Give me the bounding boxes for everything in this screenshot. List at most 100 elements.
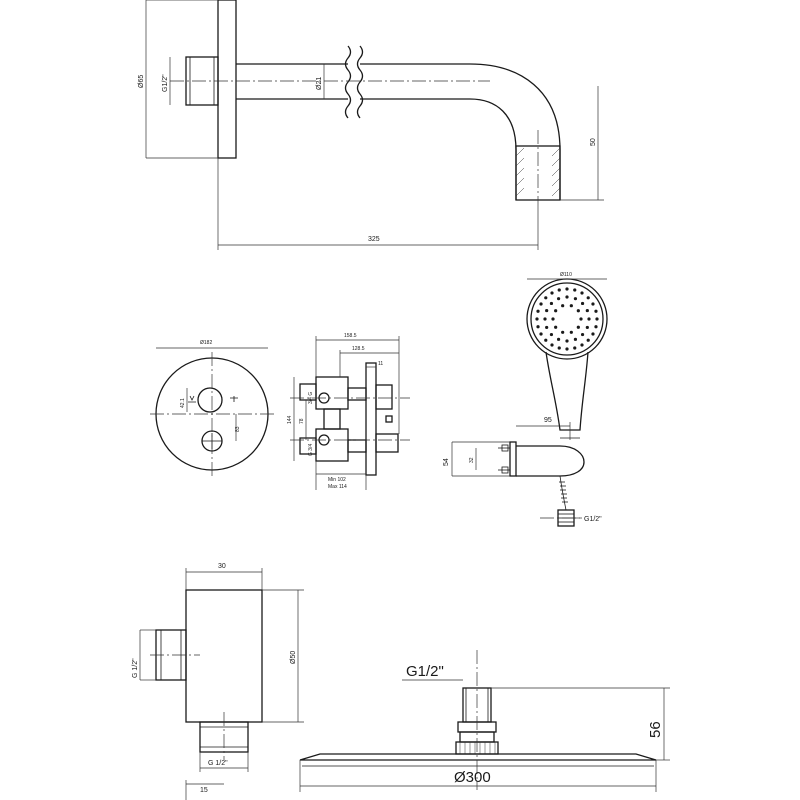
elbow-depth-label: 30	[218, 563, 226, 570]
mixer-depth-total-label: 158.5	[344, 333, 357, 339]
nozzle-dot	[544, 338, 548, 342]
nozzle-dot	[569, 330, 573, 334]
nozzle-dot	[573, 288, 577, 292]
rain-head-plate	[299, 753, 657, 761]
elbow-offset-label: 15	[200, 787, 208, 794]
nozzle-dot	[579, 317, 583, 321]
mixer-height-a-label: 144	[287, 415, 293, 424]
nozzle-dot	[580, 343, 584, 347]
nozzle-dot	[591, 302, 595, 306]
nozzle-dot	[545, 325, 549, 330]
mixer-side-knob-top	[375, 384, 393, 410]
hand-shower-head-dia-label: Ø110	[560, 272, 572, 278]
nozzle-dot	[580, 301, 585, 306]
nozzle-dot	[580, 332, 585, 337]
nozzle-dot	[556, 337, 561, 341]
elbow-dia-label: Ø50	[290, 651, 297, 664]
nozzle-dot	[594, 325, 598, 329]
nozzle-dot	[543, 317, 547, 321]
mixer-connection-top-label: 3/4 G	[308, 392, 314, 404]
mixer-height-b-label: 78	[299, 418, 305, 424]
mixer-dim-b-label: 83	[235, 426, 241, 432]
nozzle-dot	[535, 317, 539, 321]
mixer-body-top	[315, 376, 349, 410]
elbow-thread-top-label: G 1/2"	[132, 658, 139, 678]
nozzle-dot	[565, 295, 569, 299]
nozzle-dot	[576, 325, 580, 329]
mixer-connection-bottom-label: G 3/4	[308, 444, 314, 456]
nozzle-dot	[539, 332, 543, 336]
rain-head-height-label: 56	[647, 721, 664, 738]
spout-thread-label: G1/2"	[162, 74, 169, 92]
nozzle-dot	[595, 317, 599, 321]
rain-head-thread-label: G1/2"	[406, 663, 444, 680]
hand-shower-thread-label: G1/2"	[584, 516, 602, 523]
nozzle-dot	[544, 296, 548, 300]
hand-shower-head	[526, 278, 608, 360]
hand-shower-hose	[559, 475, 567, 511]
mixer-body-bottom	[315, 428, 349, 462]
nozzle-dot	[585, 325, 589, 330]
nozzle-dot	[554, 309, 558, 313]
nozzle-dot	[536, 309, 540, 313]
nozzle-dot	[594, 309, 598, 313]
nozzle-dot	[550, 291, 554, 295]
nozzle-dot	[573, 297, 578, 301]
mixer-dim-a-label: 42.1	[180, 398, 186, 408]
spout-pipe-inner	[236, 98, 517, 200]
mixer-side-view: 3/4 G G 3/4 158.5 128.5 11 144 78 Min 10…	[287, 333, 410, 490]
spout-pipe-dia-label: Ø21	[316, 77, 323, 90]
bracket-arm	[516, 445, 585, 477]
elbow-thread-bottom-label: G 1/2"	[208, 760, 228, 767]
spout-wall-flange	[217, 0, 237, 159]
nozzle-dot	[585, 308, 589, 313]
spout-break-mark	[344, 45, 352, 119]
nozzle-dot	[565, 347, 569, 351]
diverter-handshower-icon	[188, 395, 196, 403]
nozzle-dot	[586, 338, 590, 342]
hand-shower-reach-label: 95	[544, 417, 552, 424]
bracket-hole-spacing-label: 32	[469, 457, 475, 463]
mixer-max-depth-label: Max 114	[328, 484, 347, 490]
nozzle-dot	[549, 301, 554, 306]
rain-head-dia-label: Ø300	[454, 769, 491, 786]
nozzle-dot	[573, 337, 578, 341]
nozzle-dot	[551, 317, 555, 321]
bracket-wall-plate	[509, 441, 517, 477]
nozzle-dot	[561, 304, 565, 308]
nozzle-dot	[565, 339, 569, 343]
mixer-front-view: Ø182 42.1 83	[150, 340, 275, 476]
wall-elbow-view: 30 G 1/2" Ø50 G 1/2" 15	[132, 563, 304, 800]
hand-shower-handle	[545, 351, 589, 431]
nozzle-dot	[561, 330, 565, 334]
nozzle-dot	[573, 346, 577, 350]
nozzle-dot	[580, 291, 584, 295]
spout-flange-dia-label: Ø65	[138, 75, 145, 88]
bracket-height-label: 54	[443, 458, 450, 466]
nozzle-dot	[545, 308, 549, 313]
diverter-shower-icon	[230, 396, 238, 402]
spout-pipe-outer	[236, 63, 561, 200]
mixer-diverter-knob	[197, 387, 223, 413]
nozzle-dot	[565, 287, 569, 291]
nozzle-dot	[536, 325, 540, 329]
rain-shower-view: G1/2" 56 Ø300	[299, 650, 670, 792]
nozzle-dot	[557, 288, 561, 292]
hose-ribbing	[559, 481, 568, 503]
nozzle-dot	[569, 304, 573, 308]
mixer-min-depth-label: Min 102	[328, 477, 346, 483]
mixer-side-knob-bottom	[375, 433, 399, 453]
nozzle-dot	[576, 309, 580, 313]
mixer-depth-b-label: 128.5	[352, 346, 365, 352]
hand-shower-view: Ø110 95 54 32 G1/2"	[443, 272, 608, 527]
nozzle-dot	[550, 343, 554, 347]
nozzle-dot	[539, 302, 543, 306]
wall-spout-view: Ø65 G1/2" Ø21 50 325	[138, 0, 604, 250]
nozzle-dot	[557, 346, 561, 350]
mixer-plate-dia-label: Ø182	[200, 340, 212, 346]
elbow-body	[185, 589, 263, 723]
nozzle-dot	[591, 332, 595, 336]
nozzle-dot	[556, 297, 561, 301]
